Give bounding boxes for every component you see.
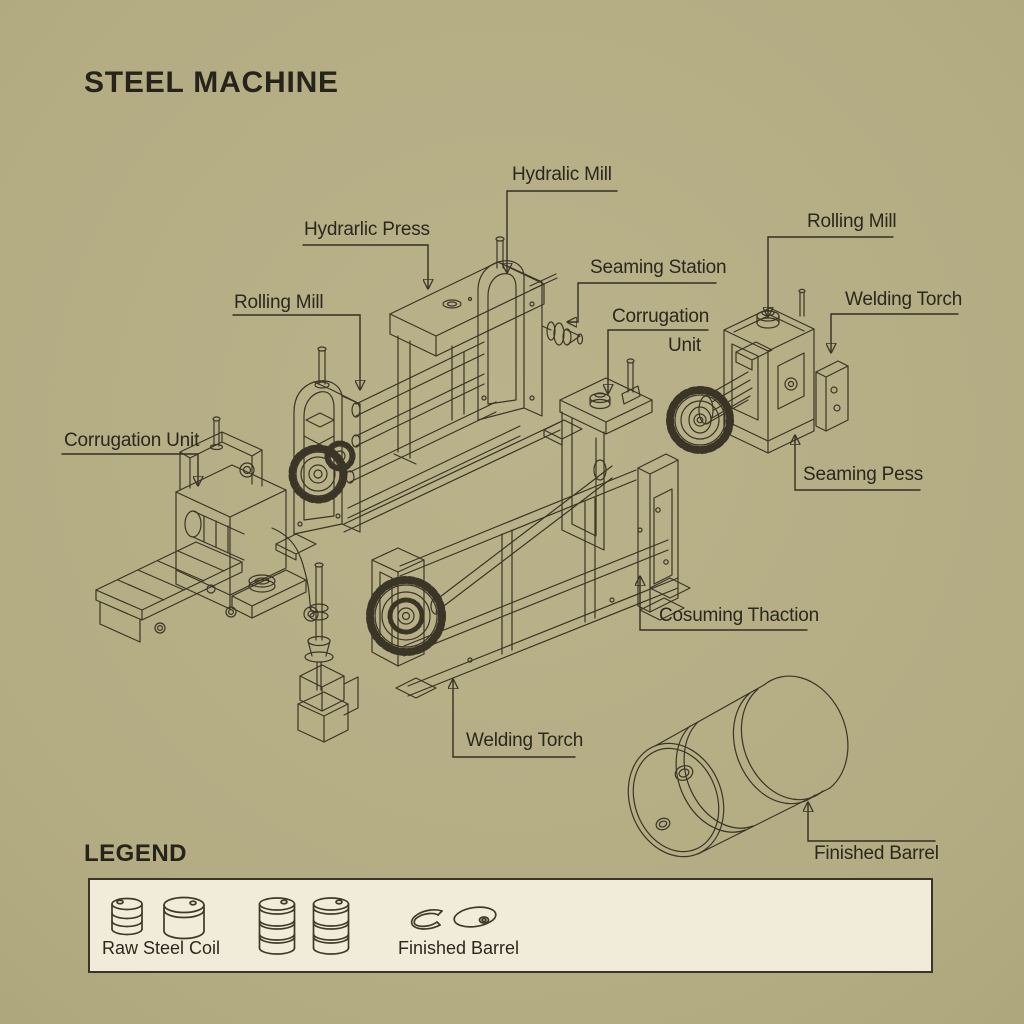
callout-welding-torch-right: Welding Torch bbox=[845, 289, 963, 310]
leader-corrugation-center bbox=[608, 329, 709, 393]
rolling-mill-press-drawing bbox=[275, 236, 584, 561]
legend-icons bbox=[111, 896, 497, 955]
steel-ring-icon bbox=[410, 908, 443, 930]
legend-box bbox=[88, 878, 933, 973]
callout-seaming-station: Seaming Station bbox=[590, 257, 727, 278]
leader-seaming-station bbox=[568, 282, 717, 322]
corrugation-unit-left-drawing bbox=[95, 416, 307, 643]
legend-title: LEGEND bbox=[84, 840, 188, 867]
callout-corrugation-center-1: Corrugation bbox=[612, 306, 710, 327]
corrugation-unit-center-drawing bbox=[559, 358, 685, 621]
leader-finished-barrel bbox=[808, 803, 936, 842]
leader-lines bbox=[61, 190, 959, 842]
callout-welding-torch-bottom: Welding Torch bbox=[466, 730, 584, 751]
leader-cosuming-thaction bbox=[640, 577, 808, 631]
welding-torch-drawing bbox=[271, 527, 359, 743]
leader-hydrarlic-press bbox=[302, 244, 428, 288]
rolling-mill-right-drawing bbox=[666, 288, 849, 454]
finished-barrel-drawing bbox=[627, 675, 849, 858]
callout-rolling-mill-right: Rolling Mill bbox=[807, 211, 897, 232]
legend-label-finished-barrel: Finished Barrel bbox=[398, 938, 520, 958]
leader-hydralic-mill bbox=[507, 190, 618, 272]
callout-finished-barrel: Finished Barrel bbox=[814, 843, 939, 864]
callout-hydrarlic-press: Hydrarlic Press bbox=[304, 219, 430, 240]
leader-corrugation-left bbox=[61, 453, 198, 485]
raw-steel-coil-large-icon bbox=[163, 896, 205, 940]
callout-rolling-mill-left: Rolling Mill bbox=[234, 292, 324, 313]
raw-steel-coil-small-icon bbox=[111, 897, 143, 936]
callout-hydralic-mill: Hydralic Mill bbox=[512, 164, 612, 185]
leader-rolling-mill-left bbox=[232, 314, 360, 389]
legend-label-raw-steel-coil: Raw Steel Coil bbox=[102, 938, 221, 958]
leader-rolling-mill-right bbox=[768, 236, 894, 316]
callout-corrugation-left: Corrugation Unit bbox=[64, 430, 200, 451]
callout-corrugation-center-2: Unit bbox=[668, 335, 701, 356]
barrel-lid-icon bbox=[453, 906, 497, 928]
callout-seaming-pess: Seaming Pess bbox=[803, 464, 924, 485]
steel-barrel-icon-2 bbox=[312, 897, 350, 955]
leader-seaming-pess bbox=[795, 436, 921, 491]
seaming-bed-drawing bbox=[366, 465, 691, 699]
leader-welding-torch-right bbox=[831, 313, 959, 352]
callout-cosuming-thaction: Cosuming Thaction bbox=[659, 605, 819, 626]
leader-welding-torch-bottom bbox=[453, 680, 576, 758]
steel-barrel-icon-1 bbox=[258, 897, 296, 955]
page-title: STEEL MACHINE bbox=[84, 66, 339, 99]
